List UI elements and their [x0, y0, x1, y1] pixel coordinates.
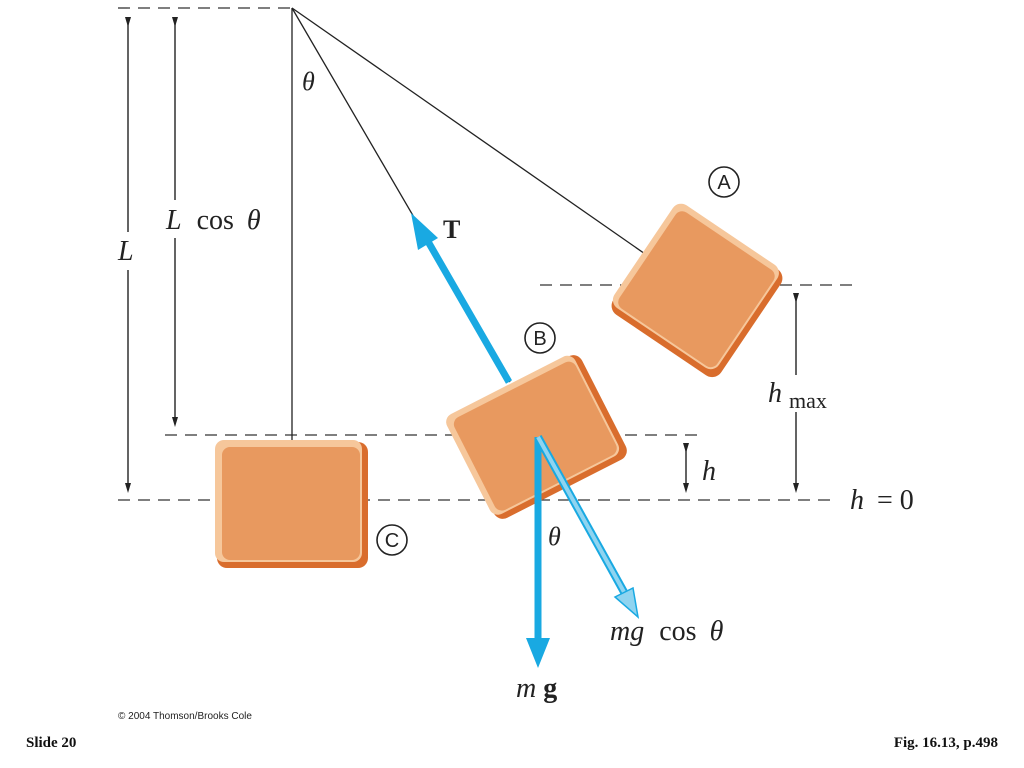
block-C: [215, 440, 368, 568]
theta-label-pivot: θ: [302, 67, 315, 96]
h-zero-label: h = 0: [850, 485, 914, 516]
h-max-label: h max: [768, 378, 827, 413]
block-A: [611, 203, 783, 378]
h-zero-h: h: [850, 485, 864, 516]
dimension-arrows: [125, 17, 799, 493]
figure-reference: Fig. 16.13, p.498: [893, 735, 998, 751]
mg-cos-theta-cos: cos: [659, 616, 696, 647]
point-A-label: A: [717, 172, 731, 194]
point-C-circle: [376, 524, 408, 556]
mg-cos-theta-label: mg cos θ: [610, 616, 724, 647]
point-B-circle: [524, 322, 556, 354]
mg-cos-theta-vector: [534, 435, 640, 619]
L-cos-theta-label: L cos θ: [165, 205, 261, 236]
mg-cos-theta-mg: mg: [610, 616, 644, 647]
point-B-label: B: [533, 328, 546, 350]
weight-vector: [526, 437, 550, 668]
L-cos-theta-cos: cos: [197, 205, 234, 236]
h-max-subscript: max: [789, 388, 827, 413]
pendulum-strings: [291, 7, 649, 445]
h-max-h: h: [768, 378, 782, 409]
mg-m: m: [516, 673, 536, 704]
copyright-text: © 2004 Thomson/Brooks Cole: [118, 711, 252, 722]
L-label: L: [117, 236, 134, 267]
h-label: h: [702, 456, 716, 487]
block-B: [446, 355, 627, 519]
mg-cos-theta-theta: θ: [710, 616, 724, 647]
point-markers: [376, 166, 740, 556]
T-label: T: [443, 215, 460, 244]
mg-label: m g: [516, 673, 557, 704]
point-C-label: C: [385, 530, 399, 552]
h-zero-rest: = 0: [877, 485, 914, 516]
tension-vector: [411, 213, 513, 384]
L-cos-theta-theta: θ: [247, 205, 261, 236]
slide-number: Slide 20: [26, 735, 77, 751]
string-to-A: [291, 7, 649, 257]
L-cos-theta-L: L: [165, 205, 182, 236]
point-A-circle: [708, 166, 740, 198]
theta-label-block: θ: [548, 522, 561, 551]
mg-g: g: [543, 673, 557, 704]
